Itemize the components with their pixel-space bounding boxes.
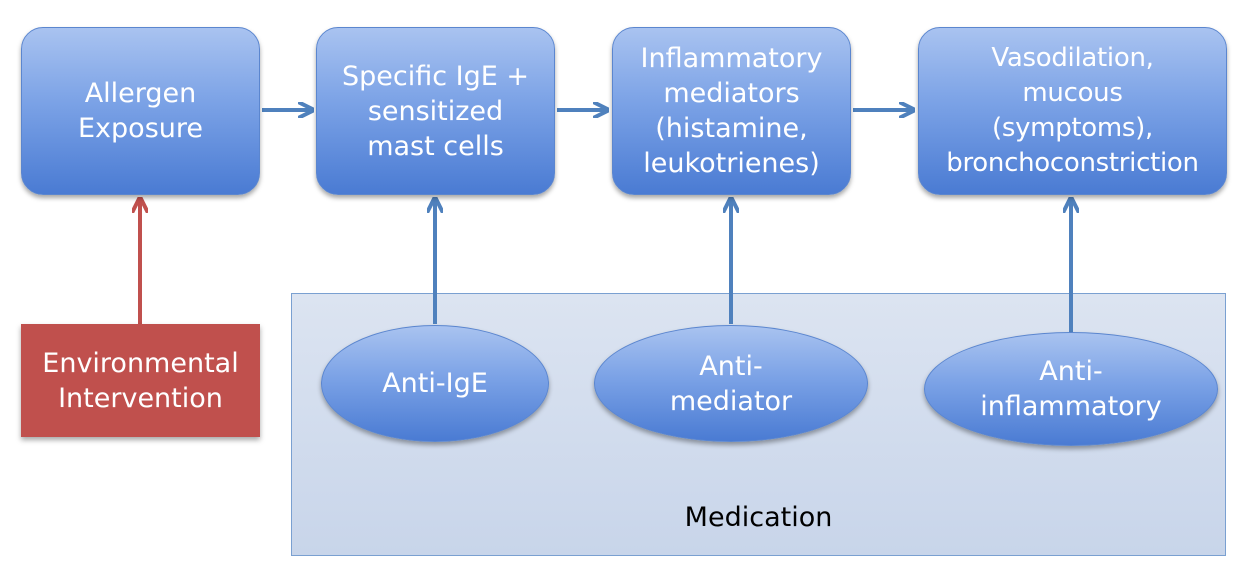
anti-inflammatory-ellipse: Anti- inflammatory	[924, 332, 1218, 446]
inflammatory-mediators-box: Inflammatory mediators (histamine, leuko…	[612, 27, 851, 195]
box-line: bronchoconstriction	[946, 148, 1199, 178]
box-line: mediators	[663, 78, 800, 109]
ellipse-line: inflammatory	[980, 391, 1162, 422]
box-line: Inflammatory	[640, 43, 823, 74]
box-line: Exposure	[78, 113, 203, 144]
box-line: Allergen	[84, 78, 197, 109]
box-line: Environmental	[42, 347, 239, 379]
anti-ige-ellipse: Anti-IgE	[321, 325, 549, 442]
box-line: (histamine,	[655, 113, 808, 144]
box-line: sensitized	[367, 95, 504, 127]
ellipse-line: mediator	[669, 385, 793, 417]
ellipse-line: Anti-IgE	[382, 368, 488, 399]
box-line: Vasodilation,	[991, 43, 1154, 73]
ellipse-line: Anti-	[1039, 356, 1103, 387]
box-line: (symptoms),	[992, 113, 1153, 143]
symptoms-box: Vasodilation, mucous (symptoms), broncho…	[918, 27, 1227, 195]
medication-label: Medication	[684, 502, 833, 533]
box-line: Specific IgE +	[341, 60, 530, 92]
allergen-exposure-box: Allergen Exposure	[21, 27, 260, 195]
ellipse-line: Anti-	[699, 350, 763, 382]
box-line: Intervention	[58, 382, 223, 414]
specific-ige-box: Specific IgE + sensitized mast cells	[316, 27, 555, 195]
anti-mediator-ellipse: Anti- mediator	[594, 325, 868, 442]
box-line: leukotrienes)	[643, 148, 820, 179]
box-line: mucous	[1022, 78, 1123, 108]
environmental-intervention-box: Environmental Intervention	[21, 324, 260, 437]
box-line: mast cells	[367, 130, 504, 162]
